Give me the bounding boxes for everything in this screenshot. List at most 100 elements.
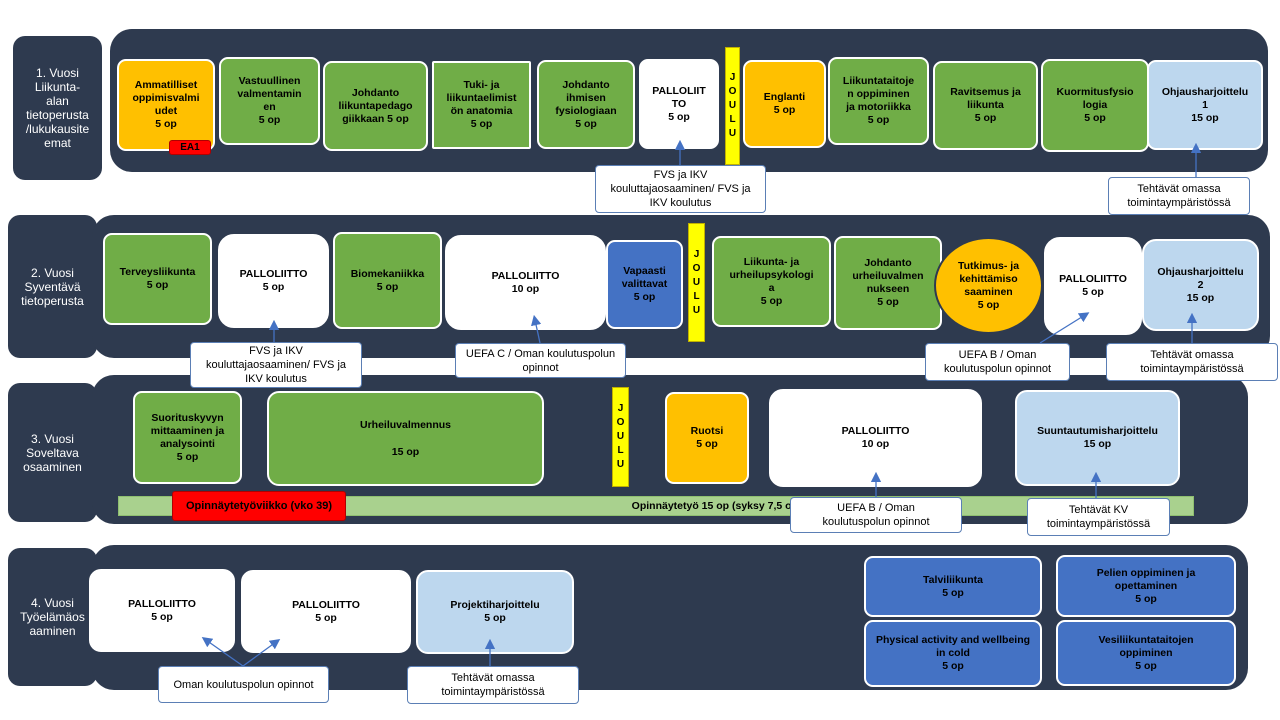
course-credits: 5 op [575,117,597,130]
course-title: Johdanto ihmisen fysiologiaan [555,78,617,117]
course-title: Pelien oppiminen ja opettaminen [1096,566,1196,592]
joulu-letter: L [729,114,736,125]
course-palloliitto-y3: PALLOLIITTO 10 op [769,389,982,487]
course-credits: 5 op [760,294,783,307]
course-title: Talviliikunta [923,573,983,586]
course-title: Johdanto liikuntapedago giikkaan 5 op [338,86,413,125]
course-title: Vapaasti valittavat [621,265,668,290]
ea1-tag: EA1 [169,140,211,155]
course-title: Ohjausharjoittelu 2 [1157,265,1244,291]
course-liikunta-ja-urheilupsykologia: Liikunta- ja urheilupsykologi a 5 op [712,236,831,327]
course-credits: 5 op [867,114,890,126]
course-credits: 5 op [877,296,899,308]
joulu-letter: U [728,100,737,111]
course-credits: 5 op [1135,659,1157,672]
course-ruotsi: Ruotsi 5 op [665,392,749,484]
course-vastuullinen-valmentaminen: Vastuullinen valmentamin en 5 op [219,57,320,145]
course-credits: 5 op [1084,112,1106,124]
course-title: Suuntautumisharjoittelu [1037,425,1158,437]
course-credits: 5 op [146,279,169,291]
course-credits: 5 op [484,612,506,624]
course-title: PALLOLIITTO [1059,273,1127,285]
course-liikuntataitojen-oppiminen: Liikuntataitoje n oppiminen ja motoriikk… [828,57,929,145]
year-3-label: 3. Vuosi Soveltava osaaminen [8,383,97,522]
note-uefa-b-y3: UEFA B / Oman koulutuspolun opinnot [790,497,962,533]
year-4-label: 4. Vuosi Työelämäos aaminen [8,548,97,686]
note-uefa-b-y2: UEFA B / Oman koulutuspolun opinnot [925,343,1070,381]
course-title: Vesiliikuntataitojen oppiminen [1098,633,1194,659]
course-credits: 5 op [974,112,997,124]
course-title: Liikunta- ja urheilupsykologi a [729,255,814,294]
course-credits: 5 op [668,110,690,123]
course-title: Tuki- ja liikuntaelimist ön anatomia [446,79,517,117]
joulu-letter: L [617,445,624,456]
course-ohjausharjoittelu-1: Ohjausharjoittelu 1 15 op [1147,60,1263,150]
course-title: Suorituskyvyn mittaaminen ja analysointi [150,411,225,450]
course-credits: 5 op [1082,286,1104,298]
course-credits: 5 op [942,660,964,672]
note-oman-koulutuspolku: Oman koulutuspolun opinnot [158,666,329,703]
joulu-letter: O [692,262,701,274]
course-tuki-ja-liikuntaelimiston-anatomia: Tuki- ja liikuntaelimist ön anatomia 5 o… [432,61,531,149]
course-title: PALLOLIIT TO [652,84,706,110]
course-credits: 15 op [391,445,420,458]
course-title: Urheiluvalmennus [359,418,452,431]
course-title: PALLOLIITTO [292,598,360,611]
course-englanti: Englanti 5 op [743,60,826,148]
course-credits: 5 op [470,118,493,130]
year-2-label: 2. Vuosi Syventävä tietoperusta [8,215,97,358]
course-title: Ammatilliset oppimisvalmi udet [132,79,200,117]
course-palloliitto-y2-c: PALLOLIITTO 5 op [1044,237,1142,335]
course-credits: 5 op [696,438,718,450]
course-title: Liikuntataitoje n oppiminen ja motoriikk… [842,75,915,113]
course-ammatilliset-oppimisvalmiudet: Ammatilliset oppimisvalmi udet 5 op [117,59,215,151]
course-title: Kuormitusfysio logia [1056,86,1134,111]
note-projekti-tasks: Tehtävät omassa toimintaympäristössä [407,666,579,704]
joulu-letter: U [728,128,737,139]
course-title: Projektiharjoittelu [450,599,540,611]
note-uefa-c: UEFA C / Oman koulutuspolun opinnot [455,343,626,378]
course-credits: 5 op [977,298,1000,311]
course-credits: 15 op [1191,111,1219,124]
course-title: Ruotsi [690,425,724,437]
course-credits: 5 op [942,586,964,599]
course-title: Tutkimus- ja kehittämiso saaminen [957,259,1020,298]
joulu-letter: O [728,86,737,97]
course-suorituskyvyn-mittaaminen: Suorituskyvyn mittaaminen ja analysointi… [133,391,242,484]
course-credits: 5 op [151,610,173,623]
course-kuormitusfysiologia: Kuormitusfysio logia 5 op [1041,59,1149,152]
course-title: PALLOLIITTO [239,268,308,280]
course-title: PALLOLIITTO [841,425,910,437]
course-palloliitto-y4-b: PALLOLIITTO 5 op [241,570,411,653]
course-credits: 10 op [511,282,540,295]
note-fvs-ikv-y1: FVS ja IKV kouluttajaosaaminen/ FVS ja I… [595,165,766,213]
course-credits: 5 op [773,104,796,116]
course-palloliitto-y2-a: PALLOLIITTO 5 op [218,234,329,328]
course-physical-activity-in-cold: Physical activity and wellbeing in cold … [864,620,1042,687]
joulu-letter: U [692,276,701,288]
course-talviliikunta: Talviliikunta 5 op [864,556,1042,617]
course-palloliitto-y2-b: PALLOLIITTO 10 op [445,235,606,330]
joulu-letter: J [693,248,700,260]
course-title: Vastuullinen valmentamin en [237,75,302,113]
course-credits: 5 op [633,291,656,303]
thesis-week-tag: Opinnäytetyöviikko (vko 39) [172,491,346,521]
course-johdanto-liikuntapedagogiikkaan: Johdanto liikuntapedago giikkaan 5 op [323,61,428,151]
course-urheiluvalmennus: Urheiluvalmennus 15 op [267,391,544,486]
course-palloliitto-y1: PALLOLIIT TO 5 op [639,59,719,149]
joulu-letter: U [692,304,701,316]
course-projektiharjoittelu: Projektiharjoittelu 5 op [416,570,574,654]
note-ohjaus2-tasks: Tehtävät omassa toimintaympäristössä [1106,343,1278,381]
course-title: PALLOLIITTO [128,597,196,610]
course-biomekaniikka: Biomekaniikka 5 op [333,232,442,329]
course-suuntautumisharjoittelu: Suuntautumisharjoittelu 15 op [1015,390,1180,486]
course-johdanto-ihmisen-fysiologiaan: Johdanto ihmisen fysiologiaan 5 op [537,60,635,149]
course-credits: 5 op [262,281,285,293]
course-credits: 5 op [315,611,337,624]
course-title: Physical activity and wellbeing in cold [875,634,1031,659]
course-title: Terveysliikunta [119,266,196,278]
note-ohjaus1-tasks: Tehtävät omassa toimintaympäristössä [1108,177,1250,215]
joulu-letter: J [729,72,736,83]
